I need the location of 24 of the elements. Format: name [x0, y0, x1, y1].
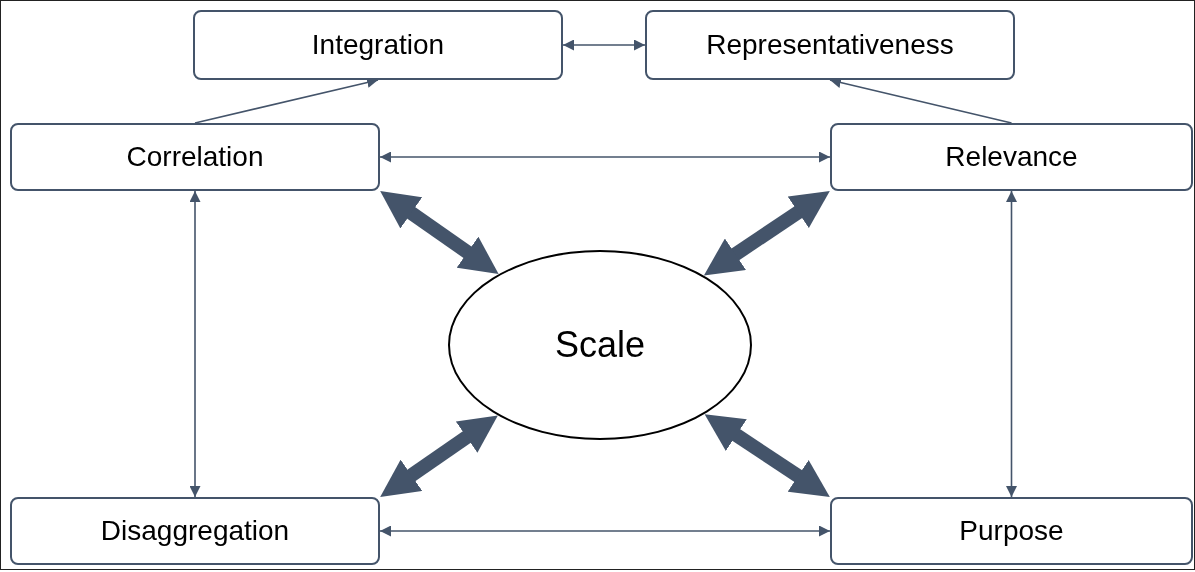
rounded-box	[193, 10, 563, 80]
node-label: Integration	[311, 28, 445, 62]
node-label: Scale	[554, 323, 646, 367]
double-arrow	[562, 39, 646, 51]
double-arrow	[189, 190, 201, 498]
rounded-box	[830, 123, 1193, 191]
thick-double-arrow	[380, 415, 498, 497]
rounded-box	[645, 10, 1015, 80]
double-arrow	[379, 151, 831, 163]
node-label: Representativeness	[706, 28, 954, 62]
rounded-box	[10, 123, 380, 191]
arrow	[194, 77, 379, 124]
rounded-box	[10, 497, 380, 565]
node-label: Purpose	[959, 514, 1064, 548]
arrow	[829, 77, 1013, 124]
node-label: Relevance	[945, 140, 1078, 174]
thick-double-arrow	[703, 191, 830, 276]
double-arrow	[1006, 190, 1017, 498]
thick-double-arrow	[704, 414, 830, 497]
thick-double-arrow	[380, 191, 499, 274]
rounded-box	[830, 497, 1193, 565]
node-label: Disaggregation	[100, 514, 290, 548]
node-label: Correlation	[126, 140, 264, 174]
double-arrow	[379, 525, 831, 537]
